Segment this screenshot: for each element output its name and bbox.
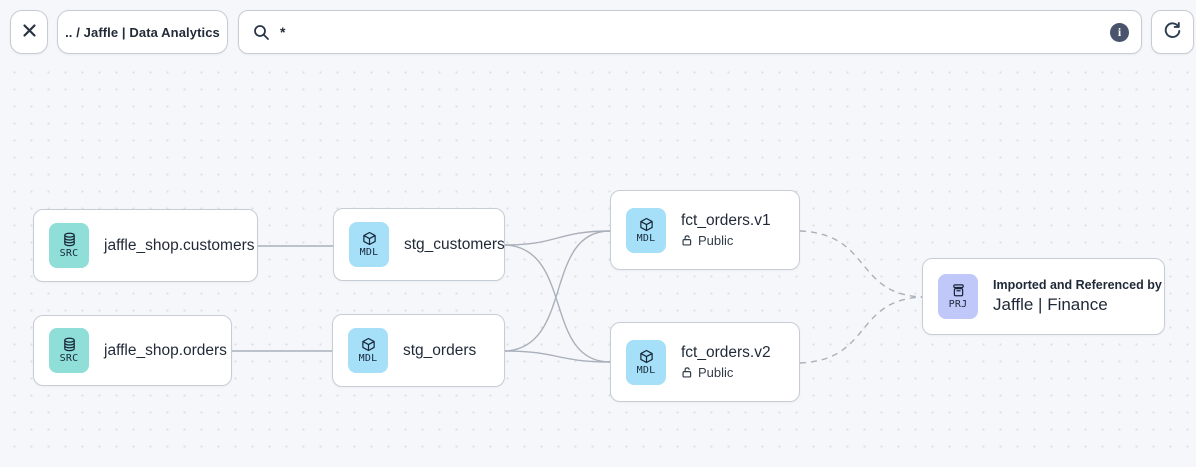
close-button[interactable] (10, 10, 48, 54)
node-label: fct_orders.v2 (681, 344, 771, 361)
node-project-jaffle-finance[interactable]: PRJ Imported and Referenced by Jaffle | … (922, 258, 1165, 335)
node-label: Jaffle | Finance (993, 295, 1108, 314)
access-badge: Public (681, 365, 771, 380)
node-label: jaffle_shop.orders (104, 341, 227, 359)
model-icon: MDL (626, 207, 666, 253)
project-subtitle: Imported and Referenced by (993, 278, 1162, 292)
search-box[interactable]: i (238, 10, 1142, 54)
node-model-fct-orders-v2[interactable]: MDL fct_orders.v2 Public (610, 322, 800, 402)
node-label: stg_customers (404, 235, 505, 253)
breadcrumb-label: .. / Jaffle | Data Analytics (65, 24, 220, 40)
node-model-stg-orders[interactable]: MDL stg_orders (332, 314, 505, 387)
close-icon (22, 23, 37, 41)
node-type-code: PRJ (948, 299, 968, 310)
node-label: fct_orders.v1 (681, 212, 771, 229)
node-source-jaffle-shop-orders[interactable]: SRC jaffle_shop.orders (33, 315, 232, 386)
node-type-code: MDL (359, 247, 379, 258)
node-label: stg_orders (403, 341, 477, 359)
model-icon: MDL (626, 339, 666, 385)
refresh-button[interactable] (1151, 10, 1194, 54)
model-icon: MDL (348, 328, 388, 373)
search-icon (253, 24, 270, 41)
node-type-code: SRC (59, 353, 79, 364)
node-label: jaffle_shop.customers (104, 236, 255, 254)
node-type-code: MDL (636, 232, 656, 244)
node-type-code: MDL (358, 353, 378, 364)
unlocked-icon (681, 366, 693, 379)
access-label: Public (698, 233, 734, 248)
node-type-code: MDL (636, 364, 656, 376)
node-type-code: SRC (59, 248, 79, 259)
model-icon: MDL (349, 222, 389, 267)
node-model-fct-orders-v1[interactable]: MDL fct_orders.v1 Public (610, 190, 800, 270)
project-icon: PRJ (938, 274, 978, 319)
unlocked-icon (681, 234, 693, 247)
refresh-icon (1163, 21, 1182, 43)
node-model-stg-customers[interactable]: MDL stg_customers (333, 208, 505, 281)
info-icon[interactable]: i (1110, 22, 1129, 42)
access-badge: Public (681, 233, 771, 248)
source-icon: SRC (49, 328, 89, 373)
breadcrumb[interactable]: .. / Jaffle | Data Analytics (57, 10, 228, 54)
search-input[interactable] (280, 24, 1100, 40)
node-source-jaffle-shop-customers[interactable]: SRC jaffle_shop.customers (33, 209, 258, 282)
source-icon: SRC (49, 223, 89, 268)
access-label: Public (698, 365, 734, 380)
